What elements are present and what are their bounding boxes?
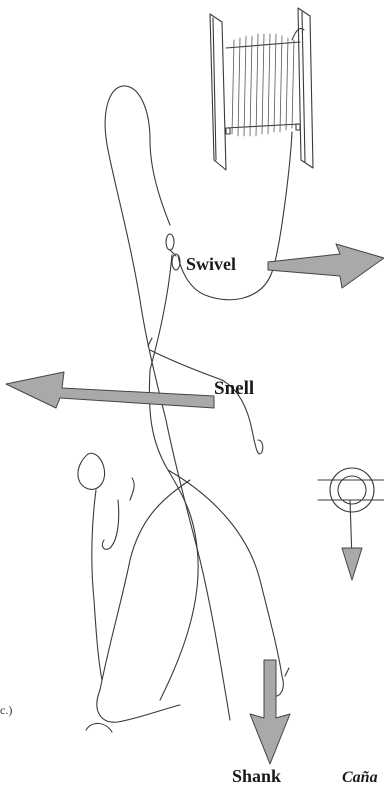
fishing-line xyxy=(86,86,292,732)
snell-label: Snell xyxy=(214,378,254,399)
swivel-label: Swivel xyxy=(186,254,236,274)
swivel-detail-icon xyxy=(318,468,384,580)
cana-label: Caña xyxy=(342,769,378,786)
arrow-down-small xyxy=(342,548,362,580)
shank-label: Shank xyxy=(232,766,281,786)
snell-arrow xyxy=(6,372,214,408)
loop-knot-icon xyxy=(78,453,105,680)
swivel-icon xyxy=(166,234,180,270)
swivel-arrow xyxy=(268,244,384,288)
spool-reel-icon xyxy=(210,8,313,170)
shank-arrow xyxy=(250,660,290,764)
fishing-hook-icon xyxy=(102,478,289,696)
fragment-text: c.) xyxy=(0,703,12,717)
